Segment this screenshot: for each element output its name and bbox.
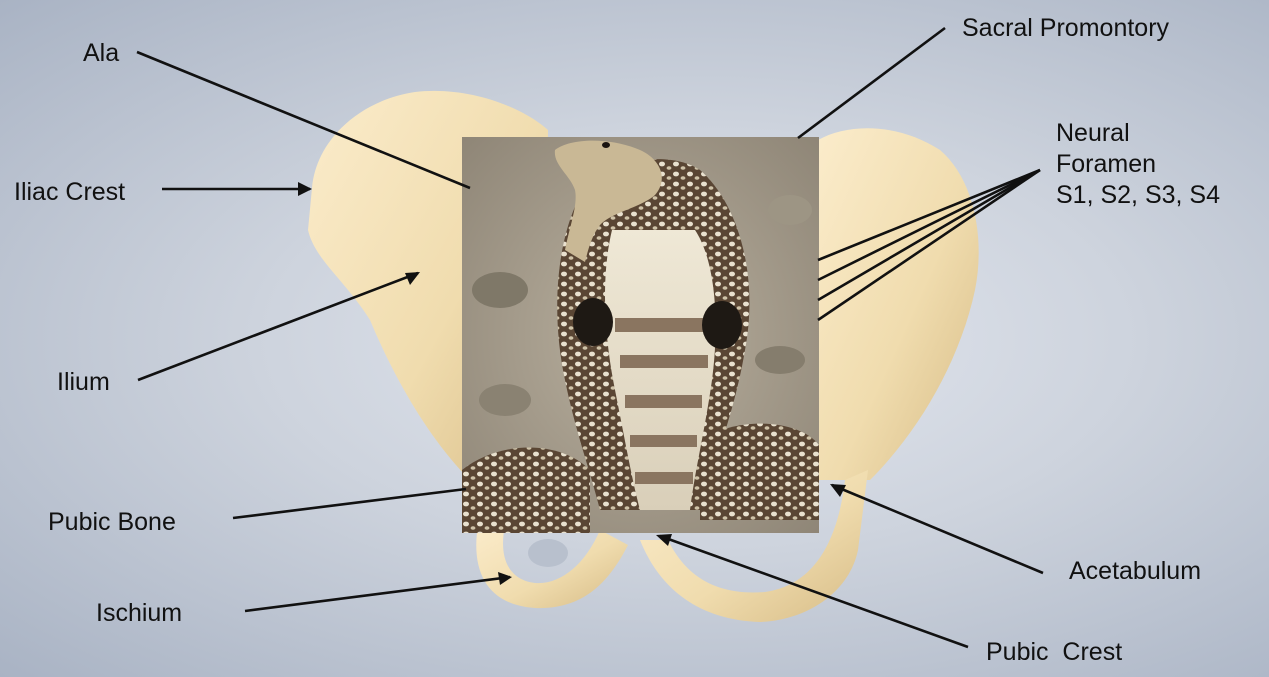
label-ilium: Ilium [57, 367, 110, 398]
label-ala: Ala [83, 38, 119, 69]
leader-acetabulum [832, 485, 1043, 573]
obturator-left [528, 539, 568, 567]
label-neural-foramen-line1: Neural [1056, 118, 1220, 149]
label-iliac-crest: Iliac Crest [14, 177, 125, 208]
arrowhead-iliac-crest [298, 182, 312, 196]
label-neural-foramen-line2: Foramen [1056, 149, 1220, 180]
label-neural-foramen: Neural Foramen S1, S2, S3, S4 [1056, 118, 1220, 211]
leader-sacral-promontory [798, 28, 945, 138]
label-acetabulum: Acetabulum [1069, 556, 1201, 587]
label-neural-foramen-line3: S1, S2, S3, S4 [1056, 180, 1220, 211]
label-ischium: Ischium [96, 598, 182, 629]
label-sacral-promontory: Sacral Promontory [962, 13, 1169, 44]
label-pubic-bone: Pubic Bone [48, 507, 176, 538]
cobra-photo [462, 137, 819, 533]
label-pubic-crest: Pubic Crest [986, 637, 1122, 668]
leader-ischium [245, 577, 510, 611]
leader-pubic-bone [233, 489, 466, 518]
